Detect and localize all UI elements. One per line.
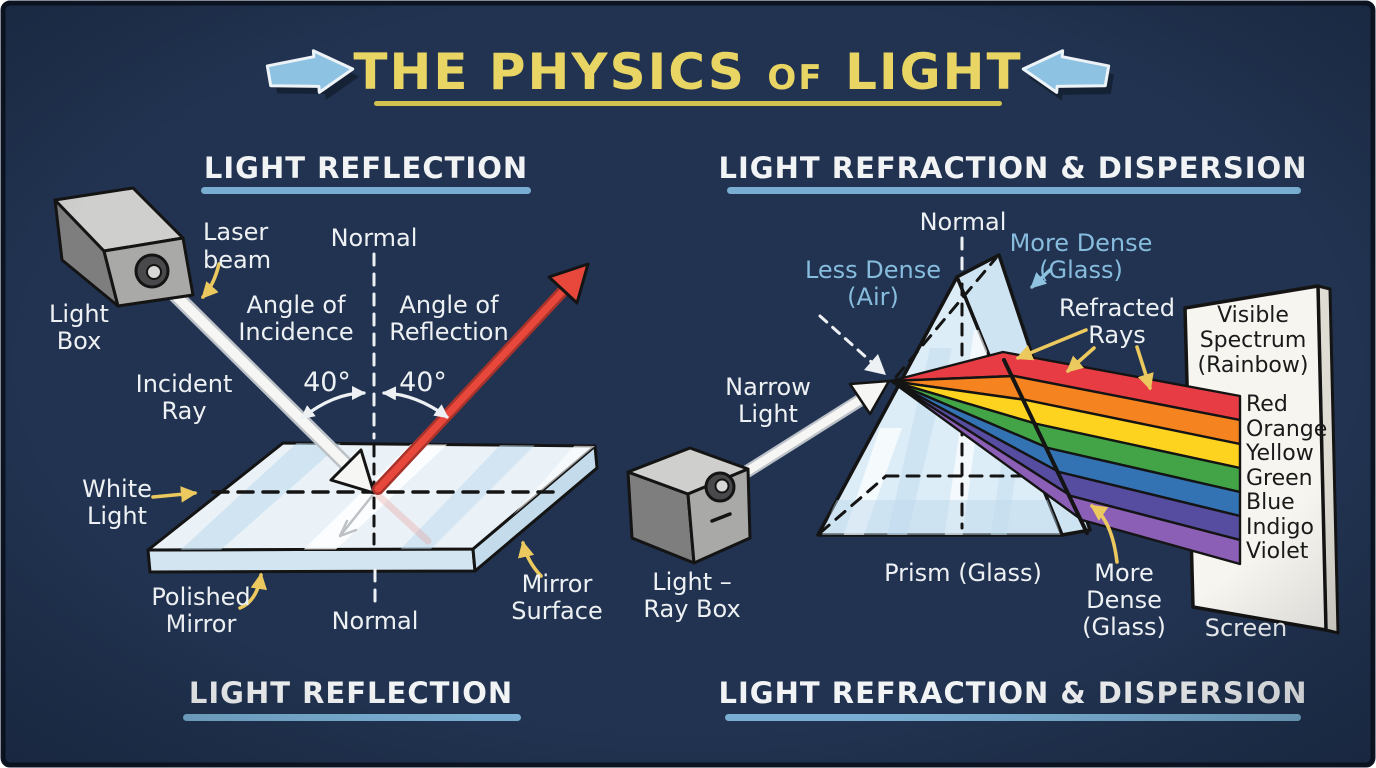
spectrum-color-violet: Violet [1246, 539, 1309, 564]
angle-incidence-label-1: Angle of [246, 291, 346, 319]
angle-reflection-label-2: Reflection [389, 318, 508, 346]
reflection-header: LIGHT REFLECTION [204, 151, 528, 185]
spectrum-color-blue: Blue [1246, 490, 1295, 515]
less-dense-label-2: (Air) [847, 283, 899, 311]
spectrum-color-yellow: Yellow [1245, 441, 1314, 466]
angle-reflection-label-1: Angle of [399, 291, 499, 319]
more-dense-top-label-2: (Glass) [1039, 256, 1123, 284]
page-title: THE PHYSICS OF LIGHT [353, 43, 1022, 101]
more-dense-top-label-1: More Dense [1010, 229, 1153, 257]
spectrum-color-indigo: Indigo [1246, 515, 1314, 540]
more-dense-bottom-label-1: More [1094, 559, 1154, 587]
reflection-angle-value: 40° [399, 367, 447, 398]
laser-beam-label-1: Laser [203, 218, 268, 246]
spectrum-title-2: Spectrum [1200, 328, 1307, 353]
incident-ray-label-1: Incident [136, 370, 233, 398]
light-box-label-2: Box [57, 327, 102, 355]
white-light-label-2: Light [87, 502, 147, 530]
screen-label: Screen [1205, 614, 1288, 642]
polished-mirror-label-1: Polished [151, 583, 250, 611]
light-ray-box-label-1: Light – [652, 568, 732, 596]
white-light-label-1: White [82, 475, 152, 503]
mirror-surface-label-2: Surface [511, 597, 602, 625]
reflection-header-underline [201, 187, 531, 194]
reflection-footer-underline [183, 714, 521, 721]
light-ray-box-label-2: Ray Box [643, 595, 740, 623]
incidence-angle-value: 40° [303, 367, 351, 398]
more-dense-bottom-label-3: (Glass) [1082, 613, 1166, 641]
refracted-rays-label-2: Rays [1088, 321, 1146, 349]
angle-incidence-label-2: Incidence [238, 318, 353, 346]
spectrum-color-orange: Orange [1246, 417, 1327, 442]
refraction-normal-label: Normal [920, 208, 1007, 236]
mirror-surface-label-1: Mirror [522, 570, 593, 598]
spectrum-color-green: Green [1246, 466, 1313, 491]
title-underline [374, 101, 1002, 106]
light-box-label-1: Light [49, 300, 109, 328]
refraction-footer-underline [725, 714, 1301, 721]
prism-label: Prism (Glass) [884, 559, 1042, 587]
narrow-light-label-1: Narrow [725, 373, 811, 401]
refraction-footer: LIGHT REFRACTION & DISPERSION [719, 676, 1308, 710]
narrow-light-label-2: Light [738, 400, 798, 428]
incident-ray-label-2: Ray [161, 397, 206, 425]
more-dense-bottom-label-2: Dense [1086, 586, 1162, 614]
normal-bottom-label: Normal [332, 607, 419, 635]
refraction-header: LIGHT REFRACTION & DISPERSION [719, 151, 1308, 185]
spectrum-color-red: Red [1246, 392, 1288, 417]
spectrum-title-1: Visible [1217, 303, 1289, 328]
reflection-footer: LIGHT REFLECTION [189, 676, 513, 710]
spectrum-title-3: (Rainbow) [1198, 353, 1309, 378]
title-group: THE PHYSICS OF LIGHT [265, 43, 1115, 106]
refracted-rays-label-1: Refracted [1059, 294, 1175, 322]
normal-top-label: Normal [331, 224, 418, 252]
polished-mirror-label-2: Mirror [166, 610, 237, 638]
laser-beam-label-2: beam [203, 246, 271, 274]
refraction-header-underline [727, 187, 1301, 194]
less-dense-label-1: Less Dense [805, 256, 941, 284]
